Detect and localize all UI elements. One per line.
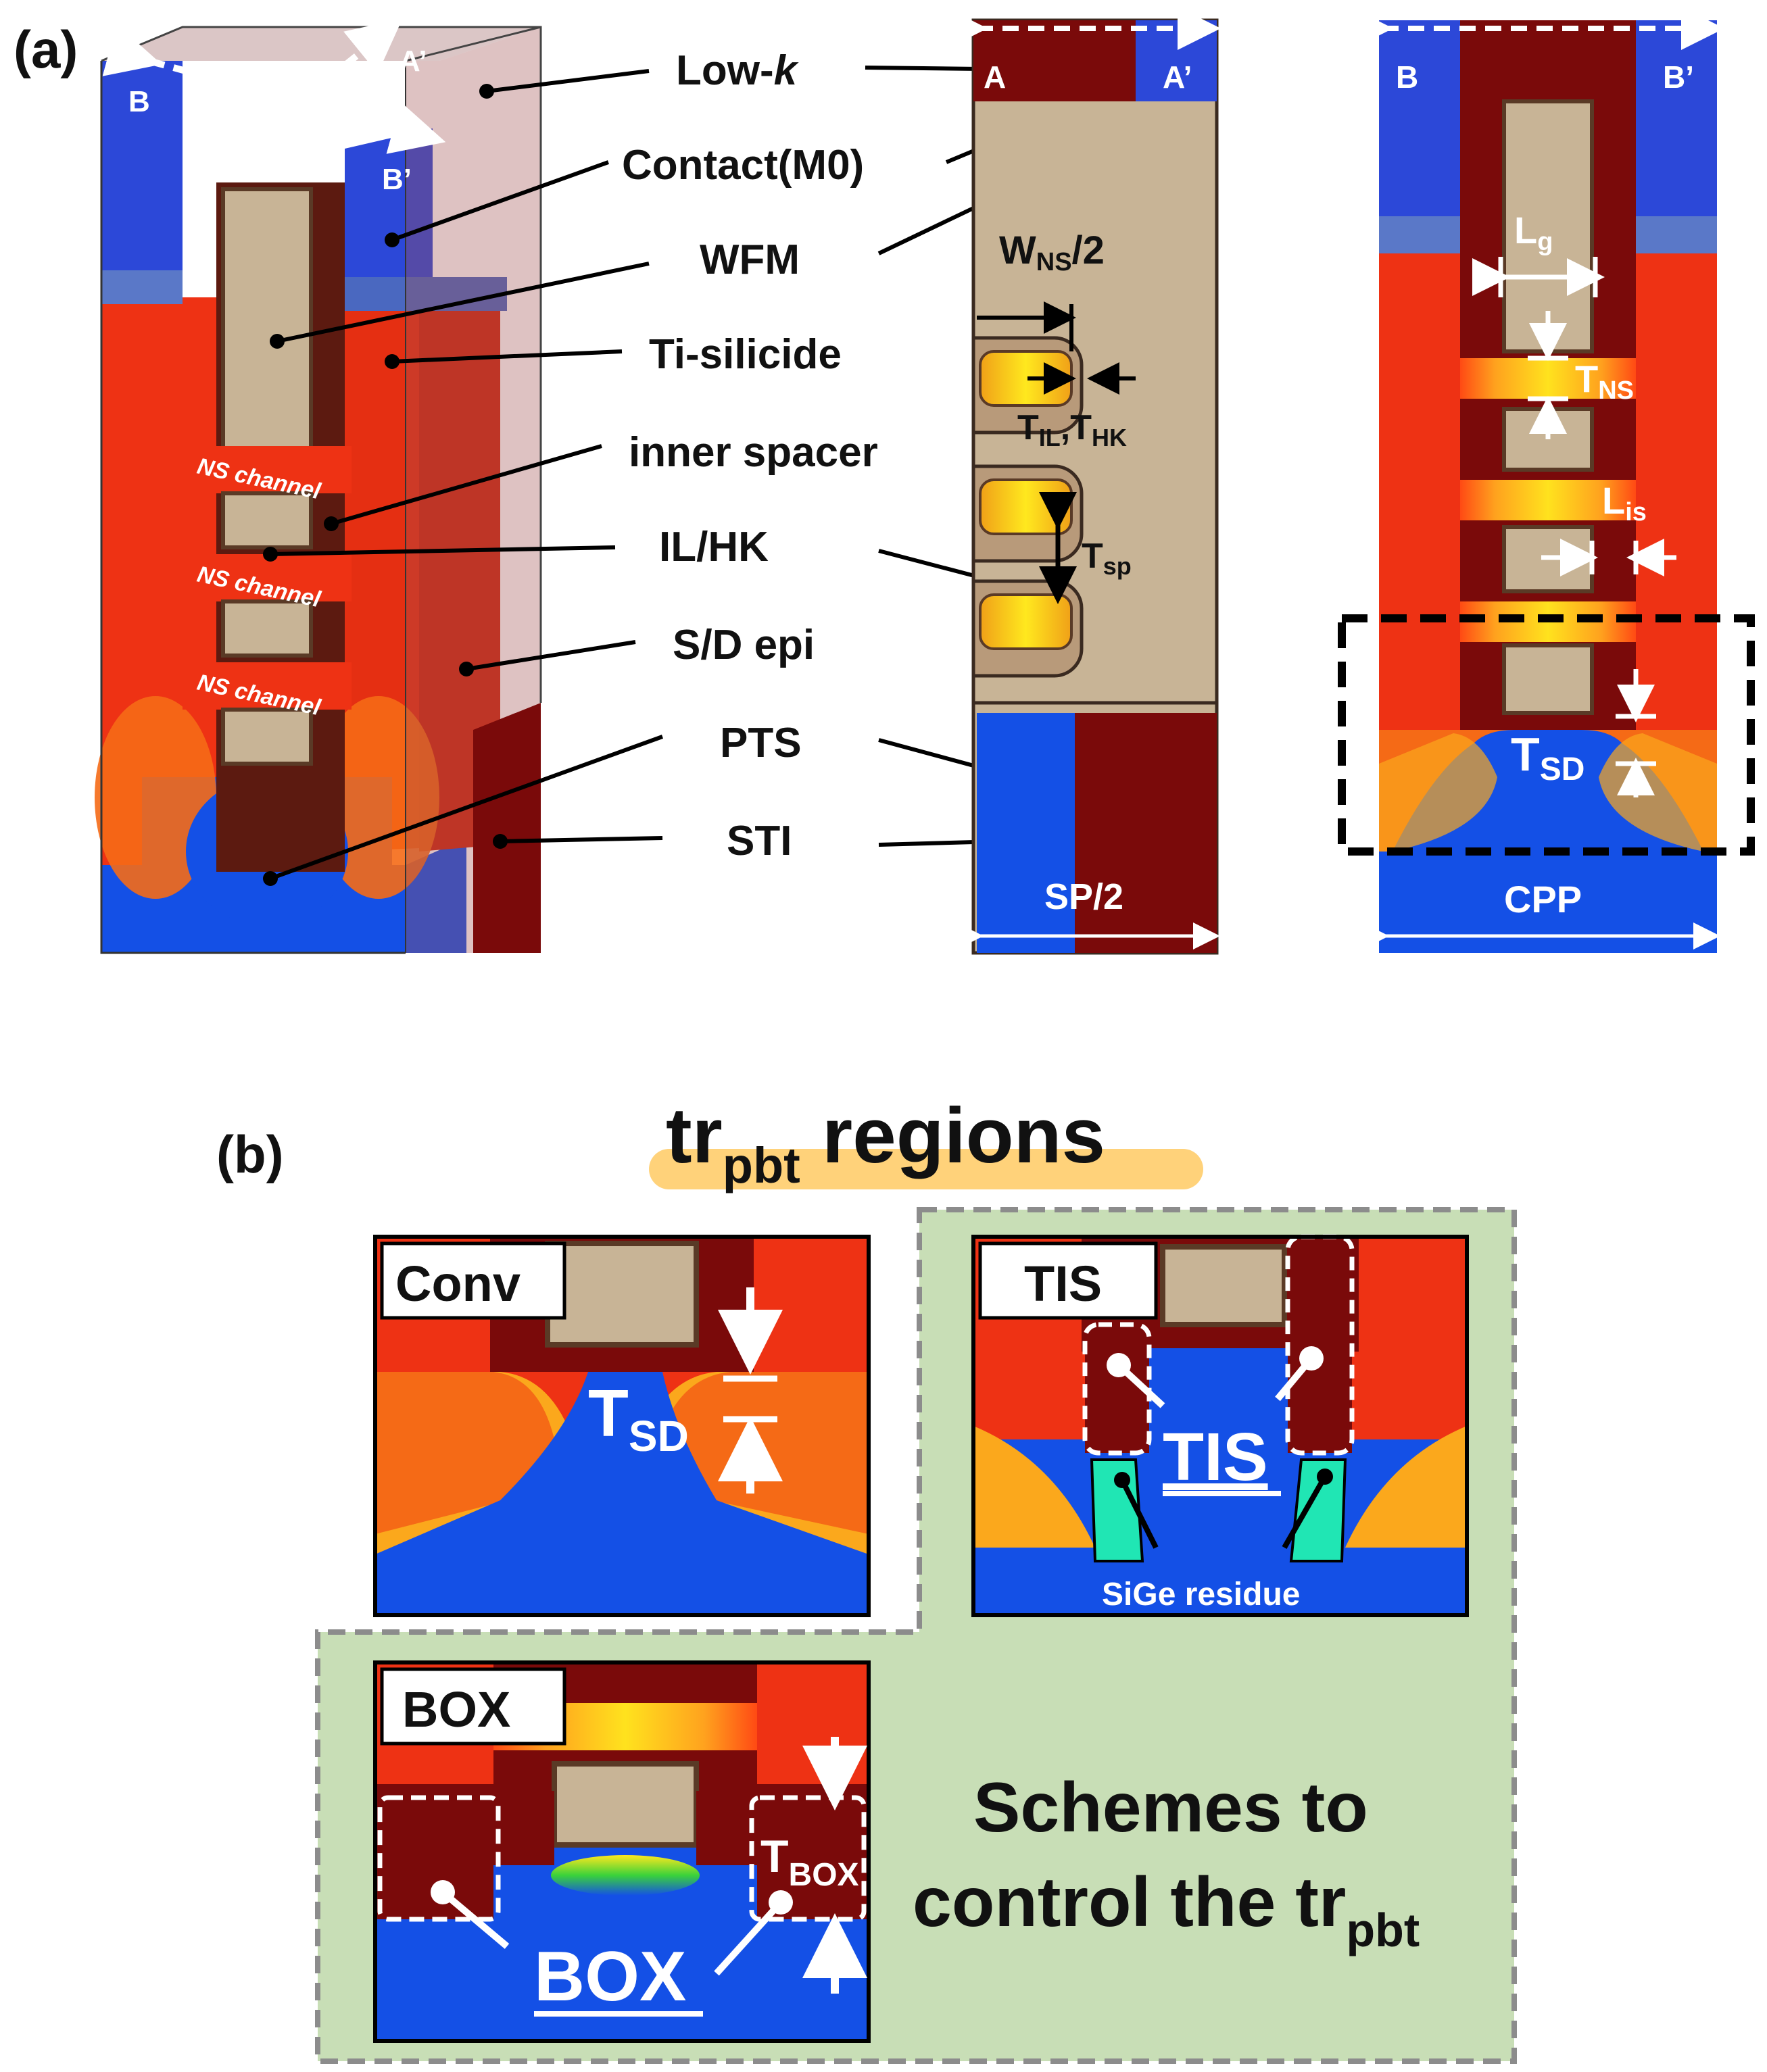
label-pts: PTS	[720, 720, 802, 766]
bb-labels: B B’ Lg TNS Lis TSD CPP	[1396, 59, 1694, 920]
box-box	[373, 1660, 871, 2043]
dim-wns: WNS/2	[999, 228, 1105, 276]
dim-til-thk: TIL,THK	[1017, 408, 1127, 451]
label-sti: STI	[727, 818, 792, 864]
cut-lines: B A B’ A’	[102, 18, 446, 196]
cut-mark-b-prime: B’	[382, 163, 412, 196]
dim-lg: Lg	[1514, 209, 1553, 256]
cut-mark-b-prime-section: B’	[1663, 59, 1694, 95]
label-inner-spacer: inner spacer	[629, 429, 878, 476]
tis-box	[971, 1234, 1469, 1617]
dim-sp-2: SP/2	[1044, 877, 1123, 917]
dim-tsd: TSD	[1511, 728, 1584, 787]
label-il-hk: IL/HK	[659, 524, 769, 570]
callout-labels: Low-k Contact(M0) WFM Ti-silicide inner …	[622, 47, 878, 864]
label-ti-silicide: Ti-silicide	[649, 331, 842, 378]
label-wfm: WFM	[700, 237, 800, 283]
aa-labels: A A’ WNS/2 TIL,THK Tsp SP/2	[984, 59, 1192, 917]
panel-a-label: (a)	[14, 20, 78, 79]
cut-mark-b: B	[128, 85, 150, 118]
tbox-label: TBOX	[760, 1831, 859, 1893]
trpbt-regions-title: trpbt regions	[666, 1091, 1105, 1193]
cross-section-a-a	[944, 7, 1221, 955]
label-low-k: Low-k	[676, 47, 800, 94]
cut-mark-a-section: A	[984, 59, 1006, 95]
box-tag: BOX	[402, 1681, 510, 1737]
panel-b-label: (b)	[216, 1125, 284, 1184]
cross-section-b-b	[1338, 7, 1755, 953]
label-sd-epi: S/D epi	[673, 622, 815, 668]
cut-mark-a: A	[277, 139, 299, 172]
dim-tsp: Tsp	[1082, 537, 1132, 580]
label-contact-m0: Contact(M0)	[622, 142, 864, 189]
schemes-line-2: control the trpbt	[913, 1863, 1420, 1956]
box-label: BOX	[534, 1938, 686, 2016]
cut-mark-b-section: B	[1396, 59, 1418, 95]
dim-lis: Lis	[1602, 479, 1647, 526]
conv-tsd-label: TSD	[588, 1376, 689, 1460]
sige-residue-label: SiGe residue	[1102, 1577, 1300, 1612]
conv-box	[373, 1235, 871, 1617]
tis-tag: TIS	[1024, 1256, 1102, 1312]
dim-tns: TNS	[1575, 357, 1634, 405]
tis-label: TIS	[1163, 1419, 1268, 1495]
conv-tag: Conv	[395, 1256, 521, 1312]
schemes-line-1: Schemes to	[973, 1769, 1368, 1847]
3d-device-structure	[95, 26, 542, 954]
panel-b-title: trpbt regions	[649, 1091, 1203, 1193]
cut-mark-a-prime: A’	[399, 45, 427, 78]
cut-mark-a-prime-section: A’	[1163, 59, 1192, 95]
dim-cpp: CPP	[1504, 878, 1582, 920]
